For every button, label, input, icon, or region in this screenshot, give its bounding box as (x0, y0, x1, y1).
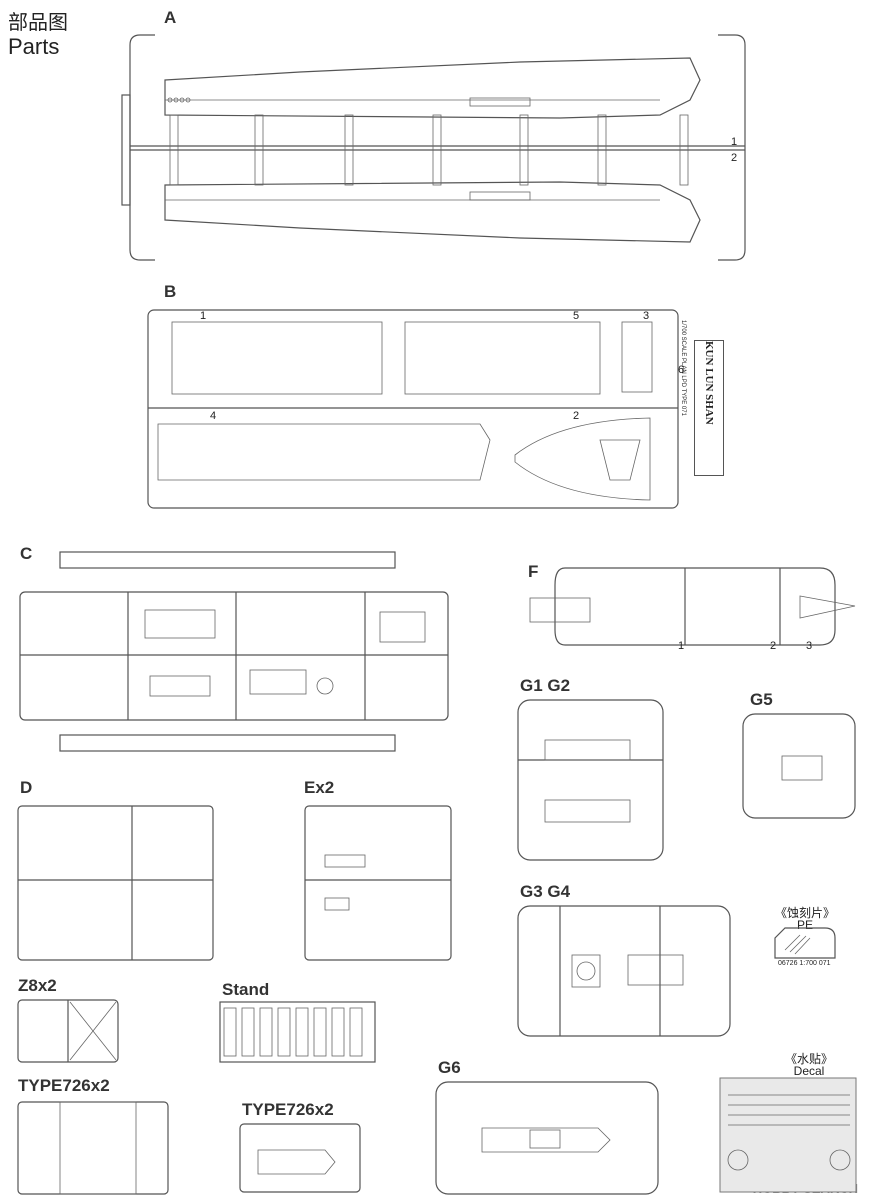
sprue-z8-frame (17, 999, 119, 1063)
sprue-label-g3g4: G3 G4 (520, 882, 571, 901)
part-number: 4 (210, 410, 217, 422)
pe-label-cn: 《蚀刻片》 (774, 906, 835, 920)
pe-fret (774, 927, 836, 959)
decal-label-cn: 《水贴》 (784, 1052, 833, 1066)
part-number: 1 (731, 136, 738, 148)
sprue-label-type726-a: TYPE726x2 (18, 1076, 110, 1095)
sprue-b-frame (147, 309, 679, 509)
part-number: 1 (678, 640, 685, 652)
pe-code: 06726 1:700 071 (778, 960, 831, 967)
sprue-label-g5: G5 (750, 690, 773, 709)
part-number: 2 (770, 640, 777, 652)
sprue-g5-frame (742, 713, 856, 819)
sprue-g1-g2-frame (517, 699, 664, 861)
part-number: 1 (200, 310, 207, 322)
hull-upper-half (164, 57, 701, 119)
sprue-b-name-tag: KUN LUN SHAN (694, 340, 724, 476)
part-number: 2 (731, 152, 738, 164)
sprue-label-c: C (20, 544, 33, 563)
decal-sheet (719, 1077, 857, 1193)
sprue-label-f: F (528, 562, 539, 581)
title-english: Parts (8, 34, 60, 59)
sprue-e-frame (304, 805, 452, 961)
sprue-label-e: Ex2 (304, 778, 335, 797)
part-number: 3 (806, 640, 813, 652)
sprue-label-g1g2: G1 G2 (520, 676, 571, 695)
sprue-c-frame (19, 551, 449, 752)
sprue-a-frame (121, 34, 746, 261)
part-number: 6 (678, 364, 685, 376)
part-number: 5 (573, 310, 580, 322)
part-number: 2 (573, 410, 580, 422)
sprue-d-frame (17, 805, 214, 961)
sprue-label-g6: G6 (438, 1058, 461, 1077)
sprue-g3-g4-frame (517, 905, 731, 1037)
decal-label-en: Decal (793, 1064, 825, 1078)
sprue-label-d: D (20, 778, 33, 797)
sprue-a-gates (169, 114, 689, 186)
sprue-type726-b-frame (239, 1123, 361, 1193)
hull-lower-half (164, 181, 701, 243)
sprue-f-frame (529, 567, 856, 646)
sprue-label-stand: Stand (222, 980, 270, 999)
stand-frame (219, 1001, 376, 1063)
sprue-label-z8: Z8x2 (18, 976, 57, 995)
sprue-label-type726-b: TYPE726x2 (242, 1100, 334, 1119)
sprue-g6-frame (435, 1081, 659, 1195)
title-chinese: 部品图 (8, 12, 68, 34)
sprue-label-b: B (164, 282, 177, 301)
sprue-type726-a-frame (17, 1101, 169, 1195)
part-number: 3 (643, 310, 650, 322)
sprue-label-a: A (164, 8, 177, 27)
